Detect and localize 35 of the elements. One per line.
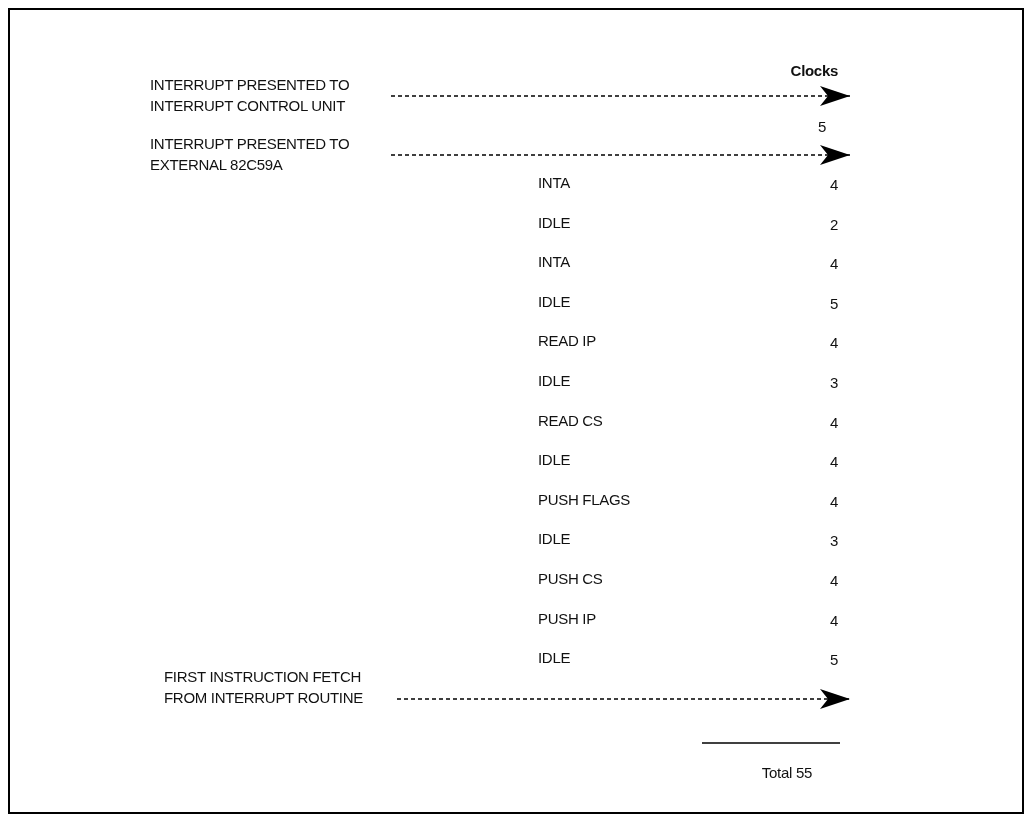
event-note: FIRST INSTRUCTION FETCH FROM INTERRUPT ROUTINE — [164, 666, 396, 708]
clock-count: 5 — [829, 294, 838, 312]
clock-count: 4 — [829, 413, 838, 431]
clock-count: 4 — [829, 453, 838, 471]
cycle-name: PUSH IP — [538, 609, 596, 627]
clock-count: 5 — [829, 651, 838, 669]
event-note: INTERRUPT PRESENTED TO EXTERNAL 82C59A — [150, 133, 390, 175]
total-label: Total 55 — [761, 764, 812, 781]
cycle-name: IDLE — [538, 372, 571, 389]
clock-count: 2 — [829, 215, 838, 233]
dashed-arrow — [390, 145, 851, 165]
clock-count: 3 — [829, 532, 838, 550]
dashed-arrow — [390, 86, 851, 106]
dashed-arrow — [396, 689, 851, 709]
clock-count: 4 — [829, 176, 838, 193]
clock-count: 3 — [829, 374, 838, 391]
cycle-name: READ IP — [538, 332, 596, 350]
clock-count: 4 — [829, 492, 838, 510]
clock-count: 4 — [829, 334, 838, 352]
clock-count: 4 — [829, 255, 838, 273]
cycle-name: IDLE — [538, 451, 571, 469]
event-note: INTERRUPT PRESENTED TO INTERRUPT CONTROL UNIT — [150, 74, 390, 116]
cycle-name: IDLE — [538, 530, 571, 548]
clock-count: 5 — [817, 118, 826, 135]
cycle-name: INTA — [538, 174, 570, 191]
cycle-name: IDLE — [538, 292, 571, 310]
clock-count: 4 — [829, 572, 838, 589]
cycle-name: IDLE — [538, 649, 571, 667]
cycle-name: PUSH CS — [538, 570, 603, 587]
column-header: Clocks — [790, 62, 838, 79]
cycle-name: INTA — [538, 253, 570, 271]
cycle-name: PUSH FLAGS — [538, 490, 631, 508]
cycle-name: IDLE — [538, 213, 571, 231]
clock-count: 4 — [829, 611, 838, 629]
cycle-name: READ CS — [538, 411, 603, 429]
